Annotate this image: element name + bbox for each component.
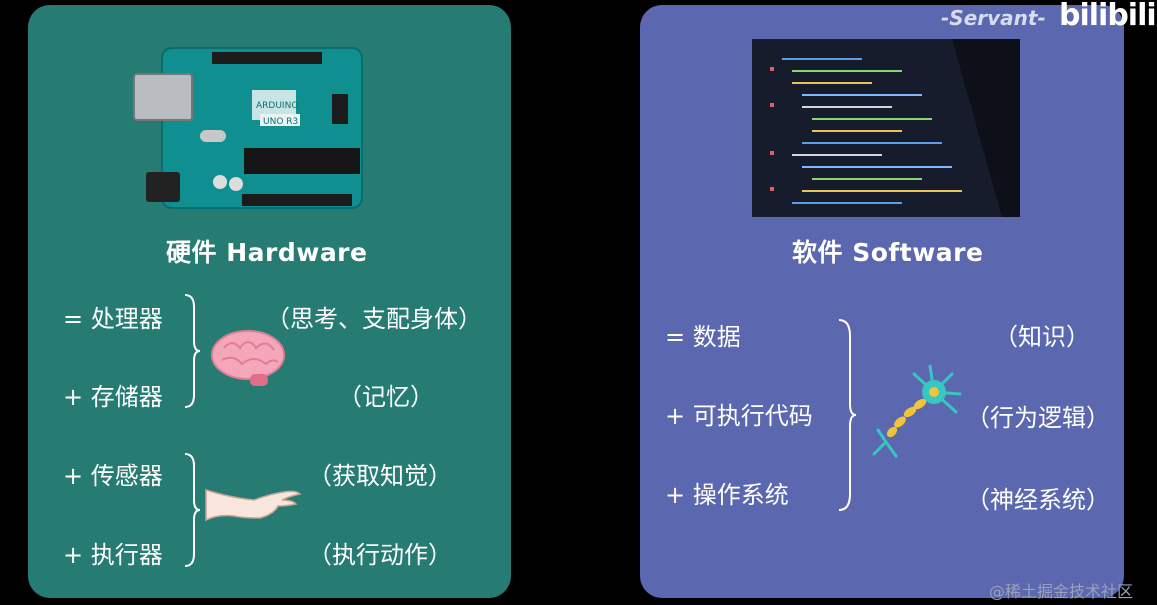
hand-icon [205,488,302,522]
bilibili-logo: bilibili [1059,0,1157,33]
software-note-knowledge: （知识） [994,323,1090,351]
arduino-board-image: ARDUINO UNO R3 [133,47,363,209]
hardware-item-memory: + 存储器 [63,383,163,411]
hardware-note-sensor: （获取知觉） [308,462,452,490]
hardware-note-memory: （记忆） [338,383,434,411]
svg-text:ARDUINO: ARDUINO [256,101,298,111]
channel-watermark: -Servant- [941,6,1046,30]
hardware-note-processor: （思考、支配身体） [266,305,482,333]
hardware-item-actuator: + 执行器 [63,541,163,569]
software-title: 软件 Software [792,238,984,267]
svg-text:UNO R3: UNO R3 [263,117,298,127]
neuron-icon [872,364,962,458]
brace-icon [184,453,201,567]
brain-icon [211,330,285,386]
code-screen-image [752,39,1020,217]
software-item-data: = 数据 [665,323,741,351]
hardware-note-actuator: （执行动作） [308,541,452,569]
software-note-behavior-logic: （行为逻辑） [966,404,1110,432]
brace-icon [838,319,857,511]
juejin-credit: @稀土掘金技术社区 [989,582,1134,601]
brace-icon [184,294,201,408]
hardware-title: 硬件 Hardware [166,238,368,267]
hardware-item-processor: = 处理器 [63,305,163,333]
software-item-operating-system: + 操作系统 [665,481,789,509]
software-note-nervous-system: （神经系统） [966,486,1110,514]
hardware-item-sensor: + 传感器 [63,462,163,490]
software-item-executable-code: + 可执行代码 [665,402,813,430]
